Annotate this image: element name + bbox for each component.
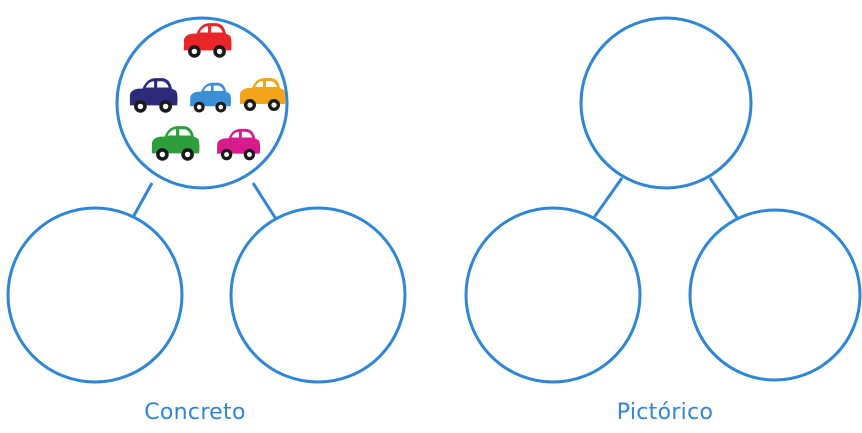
connector-right [251, 182, 278, 220]
bottom-right-circle [229, 206, 407, 384]
top-circle [579, 16, 753, 190]
bond-pictorico [464, 16, 862, 384]
bond-concreto [6, 16, 407, 384]
bottom-left-circle [464, 206, 642, 384]
diagram-label-pictorico: Pictórico [616, 400, 714, 425]
connector-left [130, 182, 154, 220]
bottom-left-circle [6, 206, 184, 384]
connector-right [708, 177, 740, 220]
diagram-label-concreto: Concreto [144, 400, 246, 425]
bottom-right-circle [688, 208, 862, 382]
connector-left [591, 177, 624, 220]
